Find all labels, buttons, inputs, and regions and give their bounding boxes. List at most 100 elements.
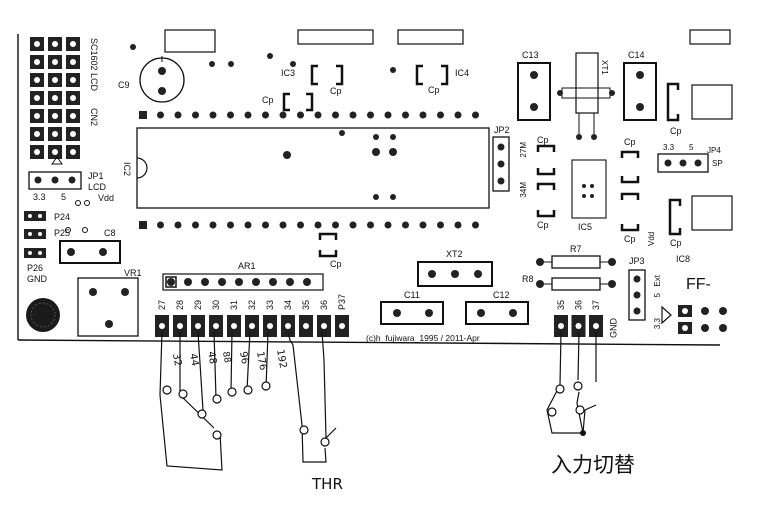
- caps-ic5: [620, 150, 640, 232]
- cap-ic2-top: [282, 92, 314, 112]
- label-lcd: LCD: [88, 182, 107, 192]
- ic2-pin: [279, 221, 287, 229]
- partial-component-3: [397, 29, 464, 45]
- ic2-pin: [332, 111, 339, 119]
- ic2-pin: [419, 111, 427, 119]
- label-xt2: XT2: [446, 249, 463, 259]
- ar1-pin: [252, 278, 260, 286]
- header-pin-label: GND: [609, 318, 619, 339]
- label-p26: P26: [27, 263, 43, 273]
- label-ext: Ext: [653, 274, 662, 286]
- label-c12: C12: [493, 290, 510, 300]
- label-jp2-34m: 34M: [519, 182, 528, 198]
- label-input-switch: 入力切替: [551, 453, 635, 477]
- label-c8: C8: [104, 228, 116, 238]
- label-lcd-header: SC1602 LCD: [89, 38, 99, 92]
- label-cp-ic3: Cp: [330, 86, 342, 96]
- ic8-triangle: [661, 305, 672, 325]
- ic2-pin: [157, 221, 164, 229]
- label-cp-right-mid: Cp: [670, 238, 682, 248]
- header-pin-label: 37: [591, 300, 601, 310]
- label-c9: C9: [118, 80, 130, 90]
- ic2-pin: [314, 111, 322, 119]
- cap-ic4: [415, 64, 449, 86]
- ar1-pin: [269, 278, 277, 286]
- label-vdd-right: Vdd: [647, 232, 656, 246]
- capacitor-c12: [465, 301, 529, 325]
- ic2-pin: [192, 111, 199, 119]
- label-gnd: GND: [27, 274, 48, 284]
- label-vdd: Vdd: [98, 193, 114, 203]
- capacitor-c11: [380, 301, 444, 325]
- partial-component-1: [164, 29, 216, 53]
- header-pin-label: 33: [265, 300, 275, 310]
- label-cp-ic4: Cp: [428, 85, 440, 95]
- label-cp-ic5a: Cp: [624, 137, 636, 147]
- ar1-pin: [167, 278, 175, 286]
- partial-comp-top-right: [689, 29, 731, 45]
- ic2-pin: [419, 221, 427, 229]
- label-c13: C13: [522, 50, 539, 60]
- lcd-header: [30, 37, 80, 159]
- label-ic3: IC3: [281, 68, 295, 78]
- ic2-pin: [139, 221, 147, 229]
- label-ic5: IC5: [578, 222, 592, 232]
- ic2-pin: [244, 221, 252, 229]
- speaker: [26, 298, 60, 332]
- ic2-pin: [244, 111, 252, 119]
- ic2-pin: [454, 111, 462, 119]
- label-ic4: IC4: [455, 68, 469, 78]
- ic2-pin: [279, 111, 287, 119]
- header-pin-label: 27: [157, 300, 167, 310]
- ic2-chip: [136, 111, 490, 229]
- label-r7: R7: [570, 244, 582, 254]
- label-cp-ic2-bottom: Cp: [330, 259, 342, 269]
- label-jp1-5: 5: [61, 192, 66, 202]
- vias-jp1: [75, 200, 90, 206]
- ic2-pin: [139, 111, 147, 119]
- label-jp2: JP2: [494, 125, 510, 135]
- label-cp-ic5b: Cp: [624, 234, 636, 244]
- label-jp4: JP4: [707, 146, 721, 155]
- label-p24: P24: [54, 212, 70, 222]
- label-jp4-33: 3.3: [663, 143, 675, 152]
- label-jp3-33: 3.3: [653, 317, 662, 329]
- label-ic8: IC8: [676, 254, 690, 264]
- label-jp4-5: 5: [689, 143, 694, 152]
- ic2-pin: [192, 221, 199, 229]
- resistor-array-ar1: [162, 273, 324, 291]
- label-cp-jp2b: Cp: [537, 220, 549, 230]
- label-jp3-5: 5: [653, 292, 662, 297]
- freq-label-1: 44: [187, 353, 200, 367]
- label-cp-right-top: Cp: [670, 126, 682, 136]
- header-pin-label: 28: [175, 300, 185, 310]
- cap-right-top: [666, 82, 680, 122]
- cap-right-mid: [668, 198, 682, 236]
- capacitor-c9: [139, 56, 185, 103]
- freq-label-3: 88: [220, 351, 232, 364]
- jumper-jp1: [28, 171, 82, 190]
- caps-jp2: [536, 144, 556, 218]
- ic2-pin: [209, 111, 217, 119]
- ar1-pin: [184, 278, 192, 286]
- freq-label-0: 32: [170, 353, 183, 367]
- cap-ic2-bottom: [318, 232, 338, 258]
- label-ff: FF-: [686, 276, 711, 293]
- ic2-pin: [174, 111, 182, 119]
- ar1-pin: [235, 278, 243, 286]
- capacitor-c13: [517, 62, 551, 121]
- label-jp2-27m: 27M: [519, 142, 528, 158]
- trimmer-vr1: [77, 277, 139, 337]
- ar1-pin: [201, 278, 209, 286]
- copyright: (c)h_fujiwara_1995 / 2011-Apr: [366, 333, 480, 343]
- header-pin-label: 29: [193, 300, 203, 310]
- jumper-jp4: [657, 153, 709, 173]
- header-pin-label: 30: [211, 300, 221, 310]
- label-c14: C14: [628, 50, 645, 60]
- jumper-jp2: [492, 136, 510, 192]
- header-pin-label: 32: [247, 300, 257, 310]
- ic2-pin: [384, 111, 392, 119]
- label-cp-ic2-top: Cp: [262, 95, 274, 105]
